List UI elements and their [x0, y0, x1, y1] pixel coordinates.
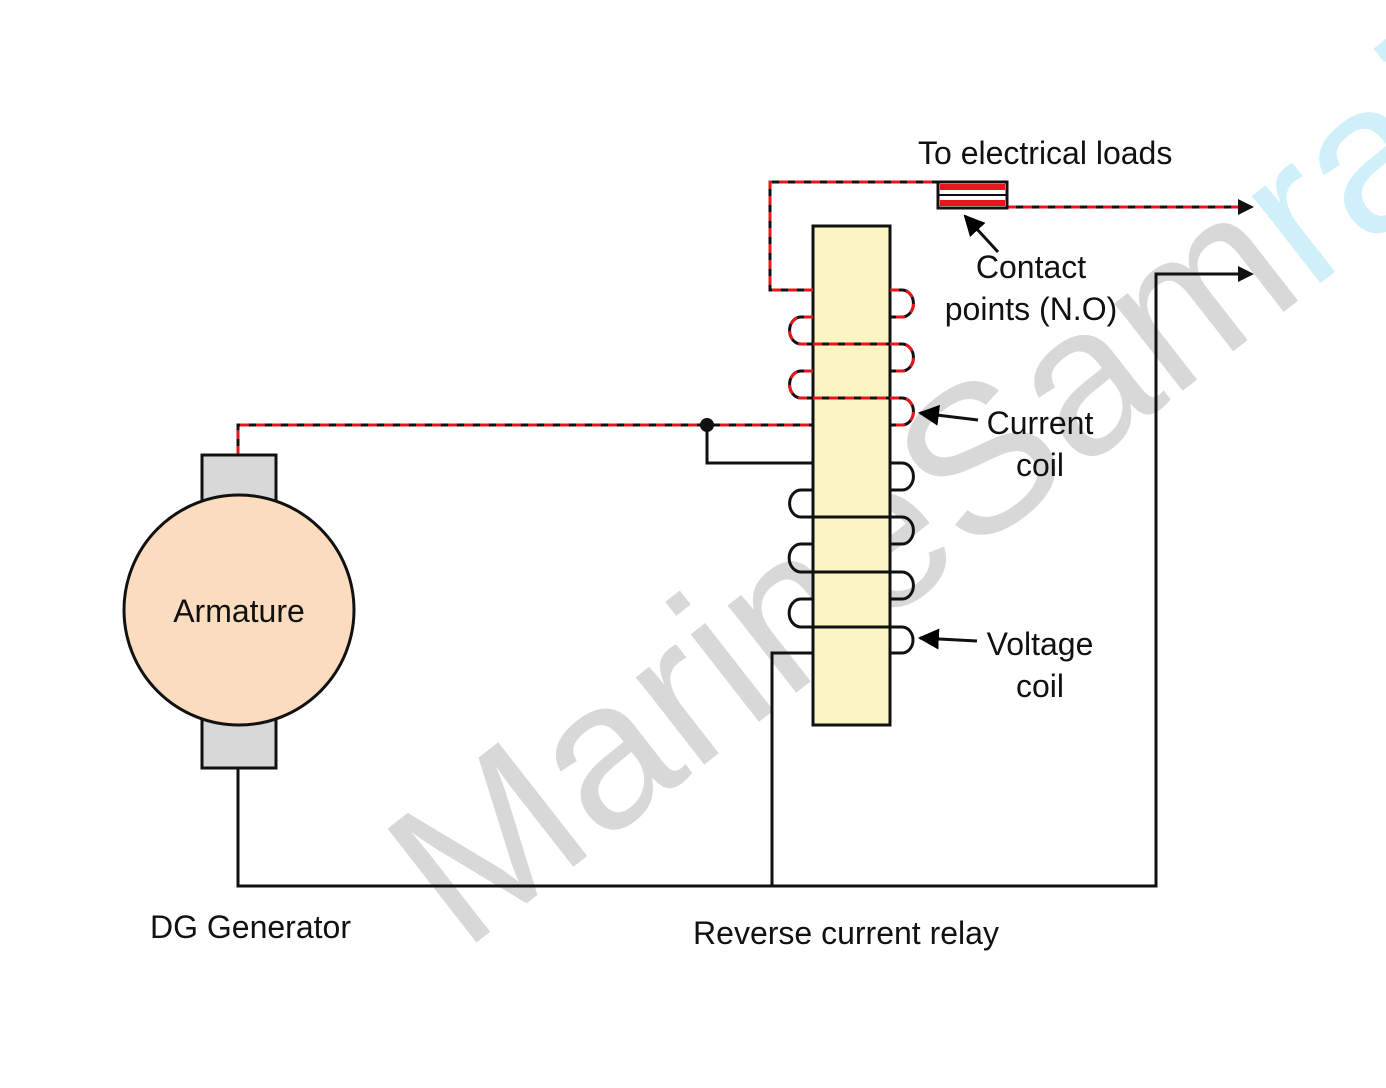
junction-dot — [700, 418, 714, 432]
current-coil-loops-left — [788, 315, 813, 400]
pointer-arrows — [917, 214, 1000, 650]
current-coil-to-contact-wire — [768, 180, 938, 292]
current-path — [236, 180, 1240, 455]
current-coil-pointer-arrow — [917, 404, 979, 426]
to-loads-label: To electrical loads — [918, 135, 1172, 171]
black-wires — [236, 272, 1250, 888]
voltage-coil-label-line2: coil — [1016, 668, 1064, 704]
contact-points — [936, 180, 1009, 210]
load-arrow-red — [1238, 199, 1254, 215]
voltage-coil-loops-right — [890, 461, 915, 655]
contact-pointer-arrow — [963, 214, 1000, 254]
current-coil-turns — [813, 342, 890, 400]
armature-circle — [122, 493, 356, 727]
current-coil-loops-right — [890, 288, 915, 427]
voltage-coil-loops-left — [787, 488, 813, 629]
relay-label: Reverse current relay — [693, 915, 999, 951]
voltage-coil-pointer-arrow — [917, 628, 978, 650]
voltage-coil-label-line1: Voltage — [987, 626, 1094, 662]
current-coil-label-line1: Current — [987, 405, 1094, 441]
dg-generator-label: DG Generator — [150, 909, 351, 945]
relay-core — [811, 224, 892, 727]
voltage-coil-turns — [813, 515, 890, 629]
load-arrow-black — [1238, 266, 1254, 282]
return-wire — [236, 272, 1250, 888]
contact-label-line1: Contact — [976, 249, 1086, 285]
voltage-coil-return-wire — [770, 651, 813, 886]
voltage-coil-feed-wire — [705, 425, 813, 465]
current-coil-label-line2: coil — [1016, 447, 1064, 483]
contact-label-line2: points (N.O) — [945, 291, 1117, 327]
armature-label: Armature — [173, 593, 305, 629]
armature-to-current-coil-wire — [236, 423, 813, 455]
